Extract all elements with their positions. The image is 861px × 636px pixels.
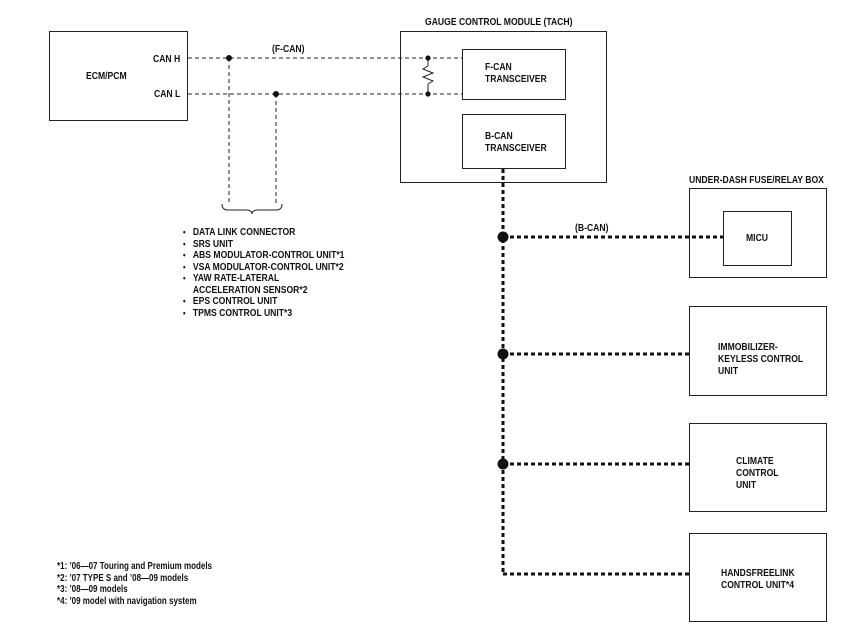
- ecm-pcm-box: [49, 31, 188, 121]
- fcan-h-junction: [226, 55, 232, 61]
- bcan-junction-climate: [497, 458, 509, 470]
- device-item: TPMS CONTROL UNIT*3: [183, 307, 344, 320]
- bcan-transceiver-box: [462, 114, 566, 169]
- resistor-junction-bottom: [425, 91, 431, 97]
- fcan-device-list: DATA LINK CONNECTOR SRS UNIT ABS MODULAT…: [183, 226, 344, 320]
- micu-box: [723, 211, 792, 266]
- device-item: SRS UNIT: [183, 238, 344, 251]
- gauge-control-module-box: [400, 31, 607, 183]
- device-item: YAW RATE-LATERAL ACCELERATION SENSOR*2: [183, 272, 344, 296]
- climate-unit-label: CLIMATE CONTROL UNIT: [736, 455, 779, 491]
- handsfreelink-unit-label: HANDSFREELINK CONTROL UNIT*4: [721, 567, 795, 591]
- fuse-relay-box: [689, 188, 827, 278]
- termination-resistor: [421, 65, 435, 85]
- footnote: *3: ’08—09 models: [57, 584, 128, 595]
- bcan-junction-immobilizer: [497, 348, 509, 360]
- resistor-junction-top: [425, 55, 431, 61]
- device-brace: [221, 203, 283, 215]
- bcan-transceiver-label: B-CAN TRANSCEIVER: [485, 130, 547, 154]
- can-l-label: CAN L: [154, 88, 181, 100]
- footnote: *1: ’06—07 Touring and Premium models: [57, 561, 212, 572]
- bcan-bus-label: (B-CAN): [575, 222, 609, 234]
- gauge-module-title: GAUGE CONTROL MODULE (TACH): [425, 16, 573, 28]
- footnote: *4: ’09 model with navigation system: [57, 595, 197, 607]
- fcan-transceiver-box: [462, 49, 566, 100]
- bcan-junction-micu: [497, 231, 509, 243]
- fuse-box-title: UNDER-DASH FUSE/RELAY BOX: [689, 174, 824, 186]
- micu-label: MICU: [746, 232, 769, 244]
- fcan-bus-label: (F-CAN): [272, 43, 305, 55]
- can-h-label: CAN H: [153, 53, 181, 65]
- handsfreelink-unit-box: [689, 533, 827, 622]
- footnote: *2: ’07 TYPE S and ’08—09 models: [57, 572, 189, 584]
- device-item: ABS MODULATOR-CONTROL UNIT*1: [183, 249, 344, 262]
- device-item: VSA MODULATOR-CONTROL UNIT*2: [183, 261, 344, 274]
- climate-unit-box: [689, 423, 827, 512]
- ecm-pcm-label: ECM/PCM: [86, 70, 127, 82]
- device-item: DATA LINK CONNECTOR: [183, 226, 344, 239]
- immobilizer-unit-label: IMMOBILIZER- KEYLESS CONTROL UNIT: [718, 341, 804, 377]
- fcan-transceiver-label: F-CAN TRANSCEIVER: [485, 61, 547, 85]
- device-item: EPS CONTROL UNIT: [183, 295, 344, 308]
- footnotes: *1: ’06—07 Touring and Premium models *2…: [57, 561, 212, 607]
- immobilizer-unit-box: [689, 306, 827, 396]
- fcan-l-junction: [273, 91, 279, 97]
